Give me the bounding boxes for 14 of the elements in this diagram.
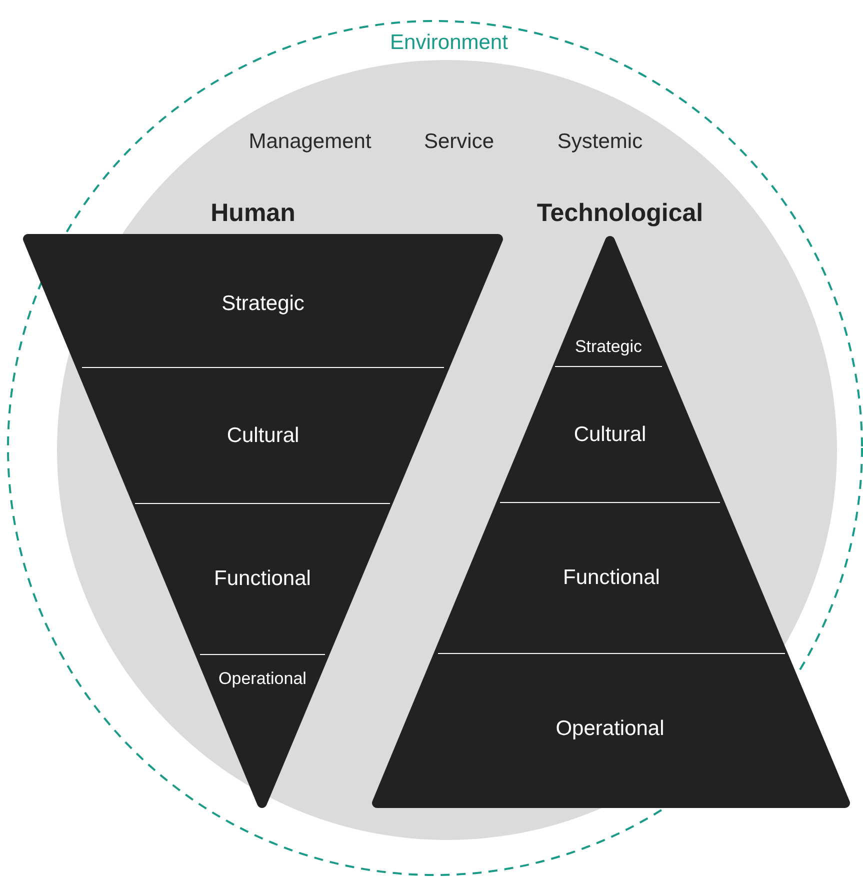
- pyramid-layer: Functional: [135, 503, 390, 654]
- category-label: Management: [248, 130, 372, 154]
- pyramid-layer: Cultural: [82, 367, 444, 503]
- pyramid-layer: Cultural: [500, 367, 720, 503]
- pyramid-layer: Operational: [400, 654, 820, 804]
- circle-title: Environment: [390, 31, 508, 55]
- pyramid-layer: Strategic: [555, 328, 662, 367]
- triangle-heading: Technological: [536, 199, 704, 228]
- category-label: Systemic: [557, 130, 643, 154]
- pyramid-layer: Operational: [200, 654, 325, 702]
- pyramid-layer: Strategic: [82, 240, 444, 367]
- category-label: Service: [424, 130, 494, 154]
- triangle-heading: Human: [210, 199, 296, 228]
- pyramid-layer: Functional: [438, 503, 785, 654]
